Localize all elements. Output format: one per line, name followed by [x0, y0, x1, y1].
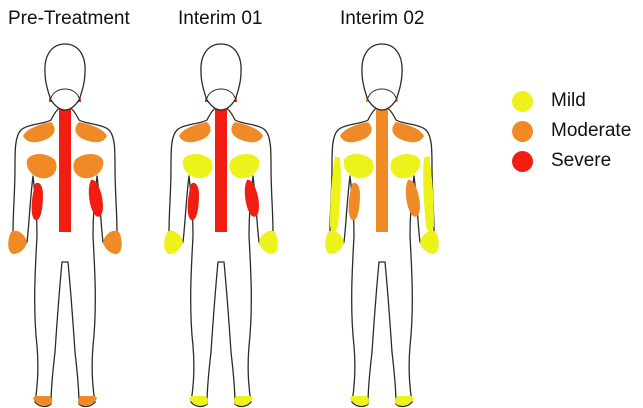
region-feet [350, 396, 414, 406]
region-spine [59, 96, 71, 232]
region-spine [215, 96, 227, 232]
body-figure-2 [322, 40, 442, 408]
legend-swatch-mild [512, 91, 533, 112]
region-spine [376, 96, 388, 232]
legend-item-moderate: Moderate [512, 116, 631, 146]
legend-label-mild: Mild [551, 90, 586, 112]
legend-label-severe: Severe [551, 150, 611, 172]
legend: Mild Moderate Severe [512, 86, 631, 176]
legend-swatch-moderate [512, 121, 533, 142]
legend-swatch-severe [512, 151, 533, 172]
body-figure-0 [5, 40, 125, 408]
legend-label-moderate: Moderate [551, 120, 631, 142]
head-outline [45, 44, 85, 110]
panel-title-0: Pre-Treatment [8, 8, 130, 30]
body-figure-1 [161, 40, 281, 408]
region-feet [189, 396, 253, 406]
head-outline [362, 44, 402, 110]
head-outline [201, 44, 241, 110]
legend-item-severe: Severe [512, 146, 631, 176]
panel-title-1: Interim 01 [178, 8, 262, 30]
body-silhouette [5, 40, 125, 408]
legend-item-mild: Mild [512, 86, 631, 116]
body-silhouette [322, 40, 442, 408]
region-feet [33, 396, 97, 406]
panel-title-2: Interim 02 [340, 8, 424, 30]
body-silhouette [161, 40, 281, 408]
